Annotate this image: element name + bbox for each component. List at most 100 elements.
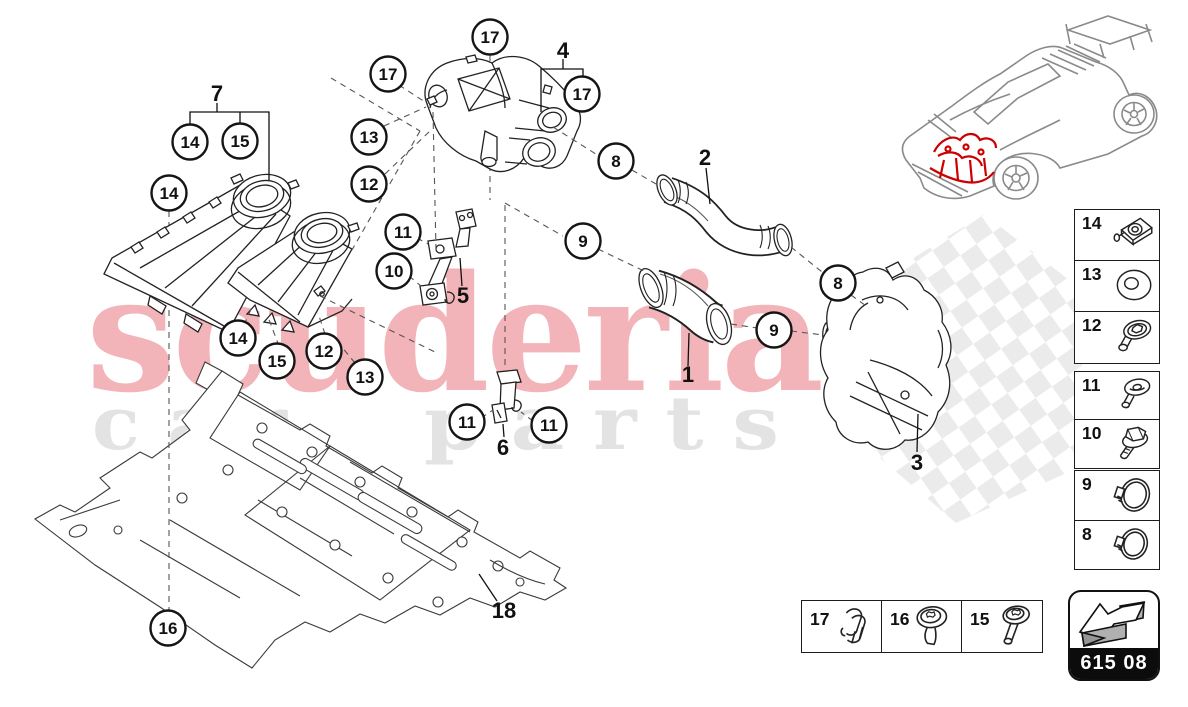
svg-text:13: 13 — [356, 368, 375, 387]
svg-text:11: 11 — [394, 223, 412, 242]
svg-text:15: 15 — [231, 132, 250, 151]
part-number-labels: 7 4 2 5 1 6 3 18 — [211, 38, 923, 623]
part-3-intake-housing — [819, 261, 952, 450]
spring-clip-icon — [840, 608, 866, 644]
part-label-5[interactable]: 5 — [457, 283, 469, 308]
part-label-6[interactable]: 6 — [497, 435, 509, 460]
svg-text:14: 14 — [160, 184, 179, 203]
hose-clamp-icon — [1113, 528, 1149, 560]
part-label-3[interactable]: 3 — [911, 450, 923, 475]
legend-row-12[interactable]: 12 — [1074, 311, 1160, 364]
svg-text:8: 8 — [611, 152, 620, 171]
part-label-2[interactable]: 2 — [699, 145, 711, 170]
svg-text:15: 15 — [268, 352, 287, 371]
callout-bubble-11[interactable]: 11 — [530, 406, 568, 444]
part-1-air-hose — [638, 267, 733, 346]
svg-text:16: 16 — [159, 619, 178, 638]
svg-text:17: 17 — [379, 65, 398, 84]
callout-bubble-11[interactable]: 11 — [448, 403, 486, 441]
callout-bubble-14[interactable]: 14 — [150, 174, 188, 212]
callout-bubble-16[interactable]: 16 — [149, 609, 187, 647]
callout-bubble-9[interactable]: 9 — [755, 311, 793, 349]
callout-bubble-11[interactable]: 11 — [384, 213, 422, 251]
flange-bolt-icon — [1119, 426, 1149, 460]
legend-number: 11 — [1082, 375, 1101, 395]
leader-lines — [189, 59, 919, 602]
legend-number: 14 — [1082, 213, 1102, 233]
part-5-bracket — [419, 208, 477, 306]
svg-text:11: 11 — [540, 416, 558, 435]
legend-row-16[interactable]: 16 — [881, 600, 963, 653]
callout-bubble-14[interactable]: 14 — [171, 123, 209, 161]
legend-row-13[interactable]: 13 — [1074, 260, 1160, 313]
car-windshield — [972, 63, 1062, 126]
legend-number: 10 — [1082, 423, 1102, 443]
callout-bubble-12[interactable]: 12 — [305, 332, 343, 370]
part-label-7[interactable]: 7 — [211, 81, 223, 106]
legend-number: 17 — [810, 609, 830, 629]
legend-number: 9 — [1082, 474, 1092, 494]
car-rear-wheel — [1113, 94, 1155, 134]
car-body-crease — [949, 93, 1061, 151]
torx-screw-long-icon — [1002, 605, 1030, 645]
car-headlight — [927, 113, 957, 139]
legend-row-11[interactable]: 11 — [1074, 371, 1160, 421]
callout-bubble-15[interactable]: 15 — [221, 122, 259, 160]
callout-bubble-13[interactable]: 13 — [350, 118, 388, 156]
part-group-box[interactable]: 615 08 — [1068, 590, 1160, 681]
legend-row-10[interactable]: 10 — [1074, 419, 1160, 469]
legend-row-15[interactable]: 15 — [961, 600, 1043, 653]
clip-nut-icon — [1113, 217, 1154, 246]
car-thumbnail — [901, 15, 1158, 200]
svg-text:10: 10 — [385, 262, 404, 281]
panel-outline — [34, 370, 568, 669]
svg-text:8: 8 — [833, 274, 842, 293]
panel-slots — [252, 438, 457, 571]
legend-number: 15 — [970, 609, 990, 629]
part-2-air-hose — [656, 174, 793, 257]
callout-bubble-12[interactable]: 12 — [350, 165, 388, 203]
svg-text:17: 17 — [481, 28, 500, 47]
part-7-air-duct-funnels — [103, 173, 360, 333]
part-6-bracket — [491, 369, 522, 424]
svg-text:12: 12 — [360, 175, 379, 194]
svg-text:9: 9 — [769, 321, 778, 340]
callout-bubble-15[interactable]: 15 — [258, 342, 296, 380]
expanding-rivet-icon — [1118, 319, 1152, 352]
callout-bubble-13[interactable]: 13 — [346, 358, 384, 396]
callout-bubble-14[interactable]: 14 — [219, 319, 257, 357]
washer-icon — [1116, 269, 1152, 301]
legend-number: 8 — [1082, 524, 1092, 544]
legend-row-8[interactable]: 8 — [1074, 520, 1160, 570]
part-label-4[interactable]: 4 — [557, 38, 570, 63]
part-4-air-distributor — [424, 54, 582, 173]
rivet-pin-icon — [1121, 378, 1151, 409]
svg-text:9: 9 — [578, 232, 587, 251]
legend-row-9[interactable]: 9 — [1074, 470, 1160, 522]
car-front-wheel — [993, 156, 1039, 200]
part-18-underbody-panel — [34, 361, 568, 669]
panel-bolt-holes — [113, 422, 525, 608]
diagram-arrow-icon — [1078, 601, 1146, 648]
car-engine-louvres — [1041, 43, 1107, 75]
svg-text:11: 11 — [458, 413, 476, 432]
part-label-1[interactable]: 1 — [682, 362, 694, 387]
svg-text:14: 14 — [229, 329, 248, 348]
callout-bubble-8[interactable]: 8 — [597, 142, 635, 180]
callout-bubble-8[interactable]: 8 — [819, 264, 857, 302]
part-label-18[interactable]: 18 — [492, 598, 516, 623]
legend-row-14[interactable]: 14 — [1074, 209, 1160, 262]
callout-bubble-17[interactable]: 17 — [471, 18, 509, 56]
svg-text:17: 17 — [573, 85, 592, 104]
callout-bubble-17[interactable]: 17 — [369, 55, 407, 93]
legend-row-17[interactable]: 17 — [801, 600, 883, 653]
legend-number: 13 — [1082, 264, 1102, 284]
callout-bubbles: 17 17 17 8 13 12 14 15 14 11 10 9 8 9 14… — [149, 18, 857, 647]
car-rear-wing — [1065, 15, 1153, 59]
callout-bubble-17[interactable]: 17 — [563, 75, 601, 113]
legend-number: 16 — [890, 609, 910, 629]
callout-bubble-10[interactable]: 10 — [375, 252, 413, 290]
callout-bubble-9[interactable]: 9 — [564, 222, 602, 260]
